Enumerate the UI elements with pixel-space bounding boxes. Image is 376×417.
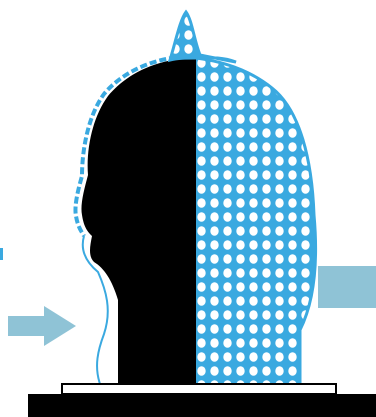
neck — [118, 310, 196, 388]
top-knob — [170, 12, 236, 62]
base-block — [28, 394, 376, 417]
base-plate — [62, 384, 336, 394]
left-edge-mark — [0, 248, 3, 260]
right-arrow-icon — [8, 306, 76, 346]
left-arrow-icon — [318, 266, 376, 308]
